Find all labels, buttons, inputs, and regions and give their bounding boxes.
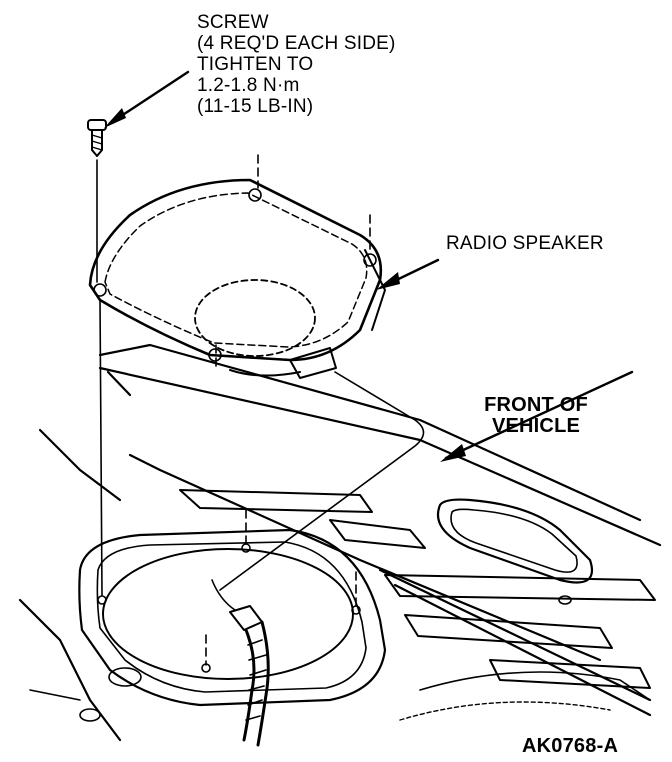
front-direction-arrow [444, 370, 634, 460]
alignment-lines [96, 154, 425, 673]
front-of-vehicle-line-1: FRONT OF [484, 394, 588, 416]
speaker-mounting-opening [78, 528, 387, 707]
screw-callout-line-2: (4 REQ'D EACH SIDE) [197, 33, 396, 54]
wiring-harness [211, 579, 270, 747]
screw-callout-line-5: (11-15 LB-IN) [197, 96, 314, 117]
screw-callout: SCREW (4 REQ'D EACH SIDE) TIGHTEN TO 1.2… [197, 12, 396, 117]
screw-leader-arrow [110, 70, 190, 124]
front-of-vehicle-line-2: VEHICLE [491, 415, 581, 437]
screw-callout-line-3: TIGHTEN TO [197, 54, 314, 75]
screw-callout-line-4: 1.2-1.8 N·m [197, 75, 300, 96]
radio-speaker-callout: RADIO SPEAKER [446, 233, 604, 254]
screw [87, 119, 107, 157]
screw-callout-line-1: SCREW [197, 12, 269, 33]
package-tray [18, 343, 662, 742]
radio-speaker [88, 178, 386, 379]
figure-id: AK0768-A [522, 735, 619, 757]
front-of-vehicle-callout: FRONT OF VEHICLE [476, 395, 596, 437]
